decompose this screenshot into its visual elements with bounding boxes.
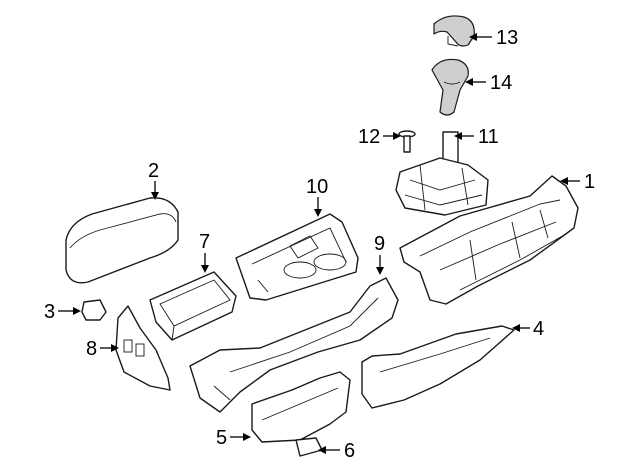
callout-5: 5	[216, 427, 251, 449]
callout-2: 2	[148, 160, 159, 200]
callout-11: 11	[454, 126, 499, 148]
part-2-armrest-lid	[65, 197, 179, 284]
callout-2-label: 2	[148, 160, 159, 182]
part-6-small-cover	[295, 437, 323, 457]
callout-6: 6	[318, 440, 355, 462]
part-12-screw	[398, 130, 416, 153]
callout-12: 12	[358, 126, 401, 148]
callout-13: 13	[469, 27, 518, 49]
callout-3-label: 3	[44, 301, 55, 323]
part-9-console-frame	[189, 277, 399, 413]
part-4-side-trim	[361, 325, 515, 409]
part-14-shift-knob	[431, 58, 469, 116]
callout-1-label: 1	[584, 171, 595, 193]
callout-14-label: 14	[490, 72, 512, 94]
callout-1: 1	[560, 171, 595, 193]
part-7-storage-bin	[149, 271, 237, 341]
part-5-lower-panel	[251, 371, 351, 443]
callout-9: 9	[374, 233, 385, 275]
callout-13-label: 13	[496, 27, 518, 49]
callout-3: 3	[44, 301, 81, 323]
callout-5-label: 5	[216, 427, 227, 449]
callout-8-label: 8	[86, 338, 97, 360]
callout-10: 10	[306, 176, 328, 217]
callout-4-label: 4	[533, 318, 544, 340]
callout-7: 7	[199, 231, 210, 273]
callout-4: 4	[512, 318, 544, 340]
part-8-side-panel	[115, 305, 171, 391]
callout-9-label: 9	[374, 233, 385, 255]
callout-8: 8	[86, 338, 119, 360]
callout-12-label: 12	[358, 126, 380, 148]
part-11-gear-shifter	[395, 131, 489, 216]
callout-7-label: 7	[199, 231, 210, 253]
part-1-console-bracket	[399, 175, 579, 305]
part-3-clip	[81, 299, 107, 321]
part-10-console-bezel	[235, 213, 359, 301]
callout-14: 14	[465, 72, 512, 94]
part-13-shift-knob-cap	[433, 15, 475, 47]
callout-6-label: 6	[344, 440, 355, 462]
callout-10-label: 10	[306, 176, 328, 198]
callout-11-label: 11	[478, 126, 499, 148]
